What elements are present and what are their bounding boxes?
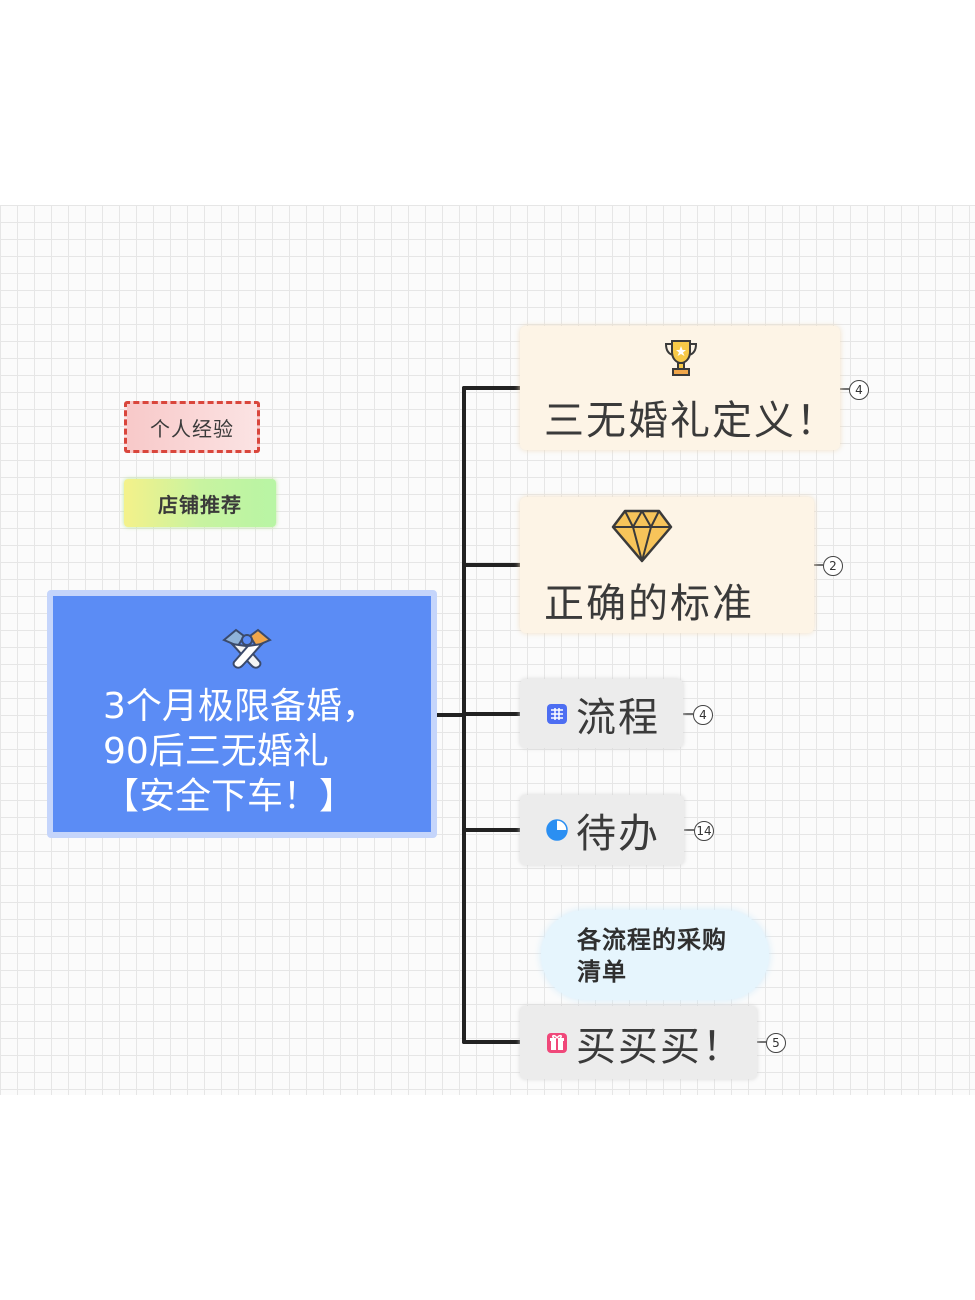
callout-line-1: 各流程的采购: [577, 926, 727, 954]
branch-standard-count[interactable]: 2: [823, 556, 843, 576]
diamond-icon: [611, 509, 673, 563]
root-title: 3个月极限备婚， 90后三无婚礼 【安全下车！】: [103, 684, 433, 819]
callout-shopping-list[interactable]: 各流程的采购 清单: [541, 910, 769, 1000]
branch-process-count[interactable]: 4: [693, 705, 713, 725]
branch-shopping[interactable]: 买买买！: [520, 1006, 757, 1079]
branch-definition-label: 三无婚礼定义！: [544, 398, 838, 444]
branch-shopping-label: 买买买！: [576, 1023, 744, 1070]
tag-personal-experience[interactable]: 个人经验: [124, 401, 260, 453]
branch-definition-count[interactable]: 4: [849, 380, 869, 400]
branch-todo-count[interactable]: 14: [694, 821, 714, 841]
gift-icon: [547, 1032, 567, 1053]
branch-todo[interactable]: 待办: [520, 795, 684, 865]
progress-pie-icon: [546, 819, 568, 841]
tag-shop-label: 店铺推荐: [158, 492, 242, 517]
tag-shop-recommendation[interactable]: 店铺推荐: [124, 479, 276, 527]
branch-standard-label: 正确的标准: [544, 581, 754, 627]
trophy-icon: [664, 340, 698, 376]
root-line-3: 【安全下车！】: [103, 776, 356, 817]
table-icon: [547, 703, 567, 724]
branch-process[interactable]: 流程: [520, 679, 683, 748]
branch-shopping-count[interactable]: 5: [766, 1033, 786, 1053]
root-topic[interactable]: 3个月极限备婚， 90后三无婚礼 【安全下车！】: [47, 590, 437, 838]
root-line-2: 90后三无婚礼: [103, 731, 329, 772]
branch-standard[interactable]: 正确的标准: [520, 497, 814, 633]
branch-process-label: 流程: [576, 694, 660, 741]
tag-personal-label: 个人经验: [150, 416, 234, 441]
callout-line-2: 清单: [577, 958, 627, 986]
root-line-1: 3个月极限备婚，: [103, 686, 378, 727]
branch-definition[interactable]: 三无婚礼定义！: [520, 326, 840, 450]
handshake-icon: [222, 628, 272, 669]
branch-todo-label: 待办: [576, 811, 660, 857]
